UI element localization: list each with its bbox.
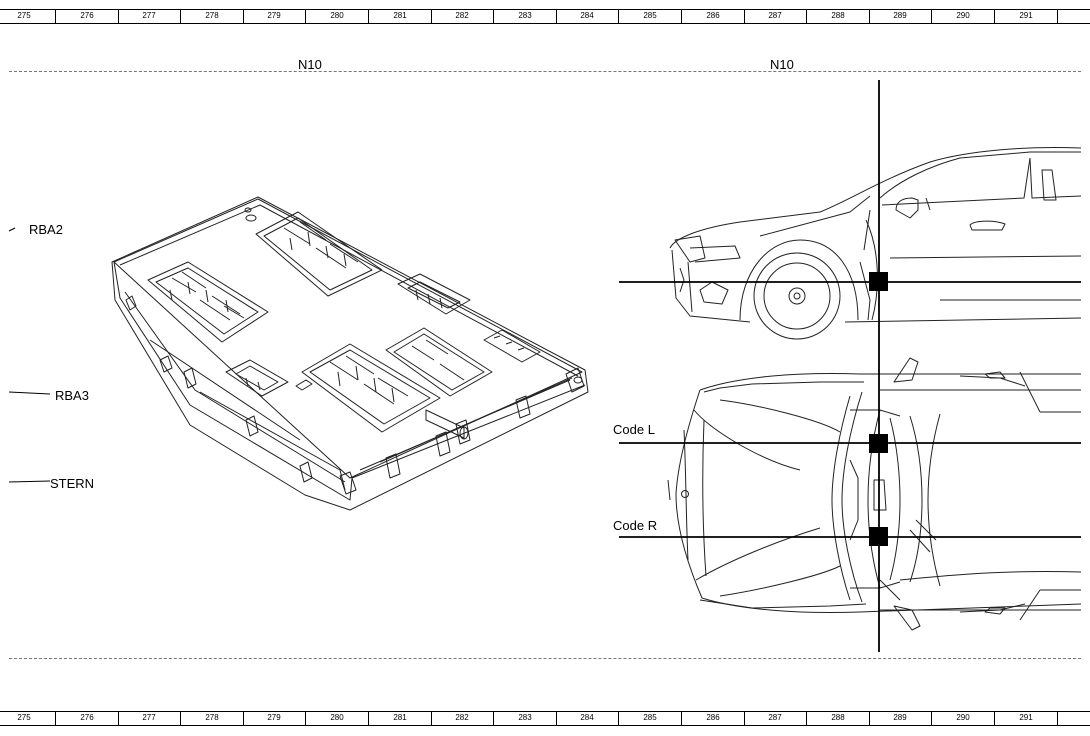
ruler-column-number: 281 <box>393 11 407 20</box>
connector-label-rba3: RBA3 <box>55 388 89 403</box>
ruler-column-number: 275 <box>17 11 31 20</box>
ruler-column-number: 280 <box>330 11 344 20</box>
ruler-column-number: 276 <box>80 11 94 20</box>
lower-dashed-divider <box>9 658 1081 659</box>
code-l-label: Code L <box>613 422 655 437</box>
ruler-tick <box>744 9 745 23</box>
car-top-view-drawing <box>667 357 1082 631</box>
ruler-tick <box>305 711 306 725</box>
location-lines <box>619 80 1081 652</box>
ruler-column-number: 284 <box>580 11 594 20</box>
ruler-tick <box>869 9 870 23</box>
ruler-column-number: 287 <box>768 713 782 722</box>
connector-label-stern: STERN <box>50 476 95 491</box>
car-side-view-drawing <box>669 147 1082 340</box>
stern-leader-line <box>8 480 51 483</box>
ruler-bottom-edge <box>0 23 1090 24</box>
ruler-tick <box>118 9 119 23</box>
ruler-tick <box>931 9 932 23</box>
ruler-column-number: 287 <box>768 11 782 20</box>
ruler-tick <box>368 711 369 725</box>
ruler-column-number: 277 <box>142 713 156 722</box>
bottom-ruler: 275 276 277 278 279 280 281 282 283 284 … <box>0 711 1090 726</box>
ruler-column-number: 279 <box>267 11 281 20</box>
ruler-column-number: 288 <box>831 713 845 722</box>
ruler-column-number: 289 <box>893 713 907 722</box>
side-view-location-marker <box>869 272 888 291</box>
top-ruler: 275 276 277 278 279 280 281 282 283 284 … <box>0 9 1090 24</box>
ruler-tick <box>806 9 807 23</box>
ruler-tick <box>681 9 682 23</box>
connector-label-rba2: RBA2 <box>29 222 63 237</box>
ruler-column-number: 291 <box>1019 713 1033 722</box>
ruler-tick <box>118 711 119 725</box>
ruler-tick <box>556 711 557 725</box>
control-module-drawing <box>111 196 589 511</box>
rba2-leader-line <box>8 227 16 232</box>
ruler-column-number: 291 <box>1019 11 1033 20</box>
ruler-tick <box>55 711 56 725</box>
ruler-column-number: 285 <box>643 713 657 722</box>
ruler-tick <box>180 9 181 23</box>
ruler-column-number: 286 <box>706 713 720 722</box>
ruler-column-number: 283 <box>518 713 532 722</box>
ruler-tick <box>806 711 807 725</box>
ruler-tick <box>1057 711 1058 725</box>
ruler-tick <box>243 711 244 725</box>
ruler-column-number: 277 <box>142 11 156 20</box>
ruler-tick <box>556 9 557 23</box>
ruler-tick <box>431 9 432 23</box>
ruler-tick <box>994 711 995 725</box>
ruler-top-edge <box>0 711 1090 712</box>
ruler-tick <box>744 711 745 725</box>
ruler-column-number: 278 <box>205 11 219 20</box>
ruler-tick <box>305 9 306 23</box>
ruler-column-number: 284 <box>580 713 594 722</box>
ruler-tick <box>994 9 995 23</box>
ruler-tick <box>618 711 619 725</box>
location-markers <box>869 272 888 546</box>
ruler-column-number: 281 <box>393 713 407 722</box>
ruler-tick <box>869 711 870 725</box>
ruler-column-number: 288 <box>831 11 845 20</box>
ruler-tick <box>493 711 494 725</box>
ruler-column-number: 279 <box>267 713 281 722</box>
ruler-column-number: 278 <box>205 713 219 722</box>
right-section-title: N10 <box>770 57 794 72</box>
ruler-column-number: 286 <box>706 11 720 20</box>
ruler-column-number: 276 <box>80 713 94 722</box>
code-l-location-marker <box>869 434 888 453</box>
ruler-tick <box>368 9 369 23</box>
ruler-tick <box>243 9 244 23</box>
ruler-tick <box>1057 9 1058 23</box>
ruler-column-number: 290 <box>956 713 970 722</box>
ruler-tick <box>618 9 619 23</box>
ruler-tick <box>931 711 932 725</box>
ruler-column-number: 280 <box>330 713 344 722</box>
ruler-column-number: 282 <box>455 11 469 20</box>
code-r-location-marker <box>869 527 888 546</box>
code-r-label: Code R <box>613 518 658 533</box>
ruler-bottom-edge <box>0 725 1090 726</box>
ruler-column-number: 289 <box>893 11 907 20</box>
ruler-tick <box>681 711 682 725</box>
ruler-tick <box>493 9 494 23</box>
ruler-column-number: 285 <box>643 11 657 20</box>
upper-dashed-divider <box>9 71 1081 72</box>
left-section-title: N10 <box>298 57 322 72</box>
ruler-tick <box>180 711 181 725</box>
ruler-column-number: 290 <box>956 11 970 20</box>
ruler-tick <box>431 711 432 725</box>
ruler-column-number: 275 <box>17 713 31 722</box>
ruler-column-number: 282 <box>455 713 469 722</box>
ruler-tick <box>55 9 56 23</box>
rba3-leader-line <box>8 391 51 395</box>
ruler-column-number: 283 <box>518 11 532 20</box>
ruler-top-edge <box>0 9 1090 10</box>
